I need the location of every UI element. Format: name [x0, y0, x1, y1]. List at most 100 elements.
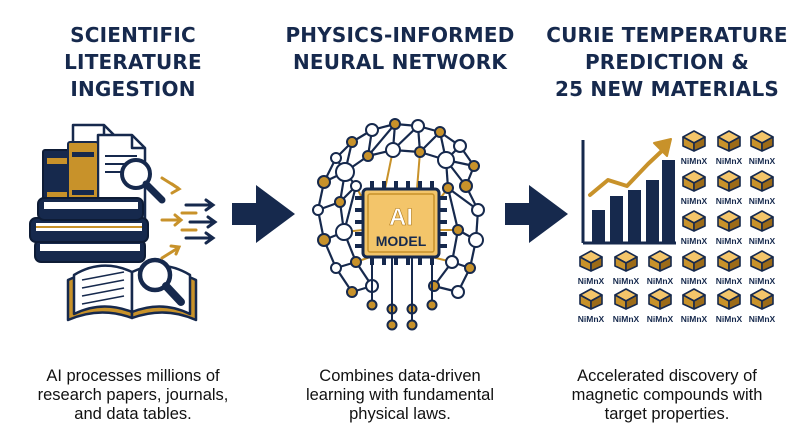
prediction-title-line: PREDICTION &: [584, 50, 750, 74]
chip-pin: [406, 181, 410, 190]
column-network: PHYSICS-INFORMED NEURAL NETWORK Combines…: [267, 0, 533, 447]
magnifier-icon: [137, 257, 185, 306]
data-flow-arrows: [160, 176, 218, 260]
network-node: [386, 319, 398, 331]
crystal-icon: [614, 288, 638, 310]
chip-pin: [438, 196, 447, 200]
material-label: NiMnX: [681, 314, 708, 324]
trend-arrow-icon: [588, 138, 672, 197]
chip-pin: [438, 220, 447, 224]
chip-pin: [430, 256, 434, 265]
network-link: [367, 123, 396, 157]
crystal-icon: [717, 130, 741, 152]
material-label: NiMnX: [681, 196, 708, 206]
network-node: [442, 182, 454, 194]
crystal-icon: [717, 170, 741, 192]
material-label: NiMnX: [716, 314, 743, 324]
network-title-line: NEURAL NETWORK: [292, 50, 508, 74]
prediction-title-line: 25 NEW MATERIALS: [554, 77, 780, 101]
chip-pin: [355, 196, 364, 200]
network-node: [451, 285, 465, 299]
chip-pin: [394, 181, 398, 190]
chip-pin: [438, 244, 447, 248]
chip-pin: [406, 256, 410, 265]
network-node: [471, 203, 485, 217]
network-node: [434, 126, 446, 138]
crystal-icon: [717, 288, 741, 310]
network-node: [335, 162, 355, 182]
network-node: [330, 152, 342, 164]
prediction-desc-line: Accelerated discovery of: [577, 367, 757, 385]
crystal-icon: [682, 250, 706, 272]
ingestion-title-line: INGESTION: [70, 77, 196, 101]
chip-pin: [370, 181, 374, 190]
network-node: [330, 262, 342, 274]
network-desc-line: learning with fundamental: [305, 386, 495, 404]
column-prediction: CURIE TEMPERATURE PREDICTION & 25 NEW MA…: [534, 0, 800, 447]
crystal-icon: [717, 210, 741, 232]
material-label: NiMnX: [716, 236, 743, 246]
ingestion-desc-line: research papers, journals,: [37, 386, 229, 404]
material-label: NiMnX: [716, 156, 743, 166]
materials-grid: NiMnX NiMnX NiMnX NiMnX NiMnX NiMnX NiMnX NiMnX…: [578, 130, 776, 324]
material-label: NiMnX: [613, 314, 640, 324]
chip-pin: [382, 256, 386, 265]
network-node: [464, 262, 476, 274]
network-node: [428, 280, 440, 292]
network-desc-line: Combines data-driven: [319, 367, 481, 385]
network-node: [365, 123, 379, 137]
network-node: [312, 204, 324, 216]
material-label: NiMnX: [578, 276, 605, 286]
crystal-icon: [614, 250, 638, 272]
magnifier-icon: [120, 158, 166, 204]
network-node: [366, 299, 378, 311]
material-label: NiMnX: [681, 276, 708, 286]
network-node: [426, 299, 438, 311]
network-node: [452, 224, 464, 236]
ingestion-title-line: LITERATURE: [64, 50, 202, 74]
crystal-icon: [682, 210, 706, 232]
ingestion-desc-line: and data tables.: [74, 405, 192, 423]
network-node: [346, 286, 358, 298]
books-icon: [42, 141, 99, 209]
crystal-icon: [750, 130, 774, 152]
material-label: NiMnX: [716, 276, 743, 286]
books-icon: [29, 197, 149, 263]
chip-pin: [438, 208, 447, 212]
material-label: NiMnX: [749, 156, 776, 166]
network-node: [385, 142, 401, 158]
prediction-description: Accelerated discovery of magnetic compou…: [534, 367, 800, 424]
network-node: [437, 151, 455, 169]
network-link: [446, 187, 460, 231]
arrow-right-icon: [232, 185, 295, 243]
network-node: [453, 139, 467, 153]
chip-pin: [370, 256, 374, 265]
chip-pin: [382, 181, 386, 190]
prediction-desc-line: target properties.: [604, 405, 730, 423]
crystal-icon: [579, 250, 603, 272]
network-node: [406, 319, 418, 331]
network-node: [445, 255, 459, 269]
material-label: NiMnX: [578, 314, 605, 324]
chip-pin: [355, 220, 364, 224]
column-ingestion: SCIENTIFIC LITERATURE INGESTION AI proce…: [0, 0, 266, 447]
network-node: [459, 179, 473, 193]
material-label: NiMnX: [681, 236, 708, 246]
crystal-icon: [648, 288, 672, 310]
crystal-icon: [648, 250, 672, 272]
chip-pin: [430, 181, 434, 190]
crystal-icon: [682, 288, 706, 310]
chip-pin: [394, 256, 398, 265]
chip-icon: AI MODEL: [355, 181, 447, 265]
ingestion-title-line: SCIENTIFIC: [70, 23, 196, 47]
brain-network-icon: [312, 118, 485, 331]
bar-chart-icon: [581, 140, 676, 245]
crystal-icon: [750, 170, 774, 192]
chip-pin: [355, 208, 364, 212]
network-description: Combines data-driven learning with funda…: [267, 367, 533, 424]
network-node: [468, 160, 480, 172]
material-label: NiMnX: [749, 314, 776, 324]
chip-trace: [416, 151, 421, 190]
network-title: PHYSICS-INFORMED NEURAL NETWORK: [267, 22, 533, 76]
